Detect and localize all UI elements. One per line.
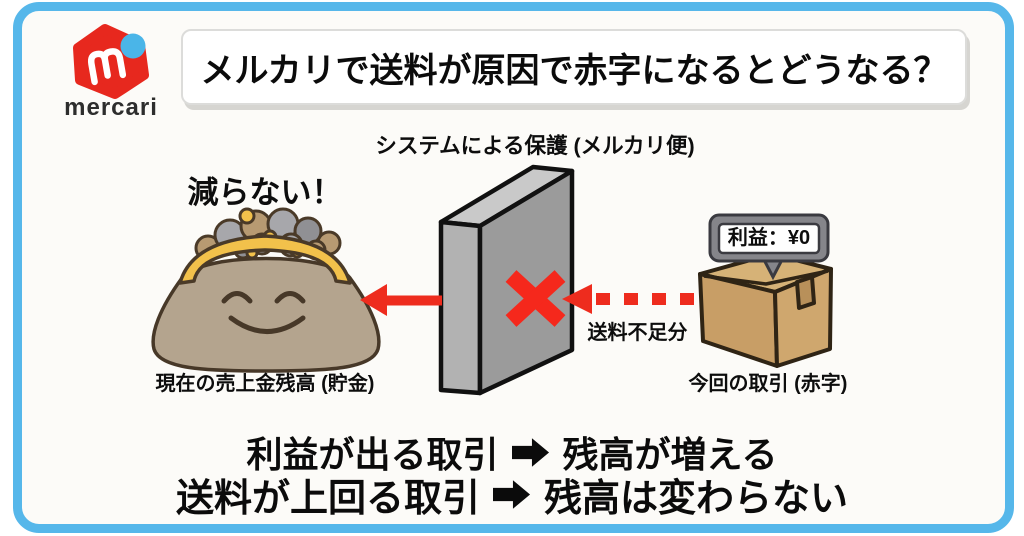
mercari-wordmark: mercari	[64, 94, 158, 121]
box-caption: 今回の取引 (赤字)	[688, 373, 848, 395]
profit-tag-text: 利益：¥0	[727, 227, 811, 250]
shortfall-label: 送料不足分	[587, 322, 688, 344]
summary-line2-left: 送料が上回る取引	[175, 478, 480, 520]
block-x-icon	[505, 270, 566, 327]
wallet-icon	[151, 207, 381, 373]
package-box-icon	[698, 252, 833, 368]
title-banner: メルカリで送料が原因で赤字になるとどうなる？	[181, 29, 967, 105]
summary-line-2: 送料が上回る取引 残高は変わらない	[20, 467, 1004, 522]
solid-arrow-icon	[360, 284, 442, 316]
page-title: メルカリで送料が原因で赤字になるとどうなる？	[200, 51, 948, 90]
wallet-callout: 減らない！	[187, 175, 343, 210]
wallet-face	[221, 291, 306, 334]
dashed-arrow-icon	[562, 284, 702, 314]
summary-line-1: 利益が出る取引 残高が増える	[20, 426, 1004, 478]
mercari-logo-icon	[73, 24, 149, 99]
summary-line1-right: 残高が増える	[562, 434, 778, 475]
right-arrow-icon	[493, 480, 531, 509]
price-tag-sign	[708, 213, 830, 281]
summary-line2-right: 残高は変わらない	[544, 478, 849, 520]
logo-dot-icon	[120, 33, 146, 59]
wall-label: システムによる保護 (メルカリ便)	[375, 134, 695, 158]
wallet-caption: 現在の売上金残高 (貯金)	[155, 373, 375, 395]
summary-line1-left: 利益が出る取引	[246, 434, 499, 475]
right-arrow-icon	[511, 437, 549, 467]
